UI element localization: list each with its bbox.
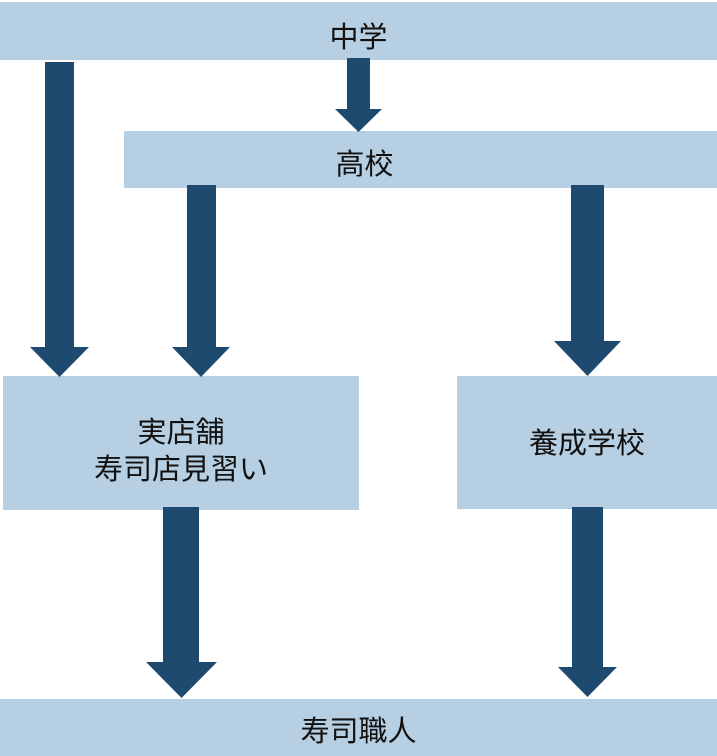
node-sushi-chef-label: 寿司職人 xyxy=(300,714,417,748)
node-sushi-chef: 寿司職人 xyxy=(0,699,717,756)
node-store-apprentice-label-line2: 寿司店見習い xyxy=(93,452,268,486)
node-training-school-label: 養成学校 xyxy=(528,426,645,460)
node-junior-high-label: 中学 xyxy=(329,19,388,54)
node-high-school: 高校 xyxy=(124,131,717,188)
arrow-training-school-to-sushi-chef xyxy=(558,507,617,697)
arrow-junior-high-to-apprentice xyxy=(30,62,89,377)
node-training-school: 養成学校 xyxy=(457,376,717,509)
node-store-apprentice-label-line1: 実店舗 xyxy=(137,415,225,449)
arrow-apprentice-to-sushi-chef xyxy=(146,507,217,698)
arrow-high-school-to-training-school xyxy=(554,185,621,376)
node-high-school-label: 高校 xyxy=(335,147,394,181)
arrow-junior-high-to-high-school xyxy=(335,58,382,132)
node-junior-high: 中学 xyxy=(0,2,717,60)
arrow-high-school-to-apprentice xyxy=(172,185,230,377)
node-store-apprentice: 実店舗 寿司店見習い xyxy=(3,376,359,510)
